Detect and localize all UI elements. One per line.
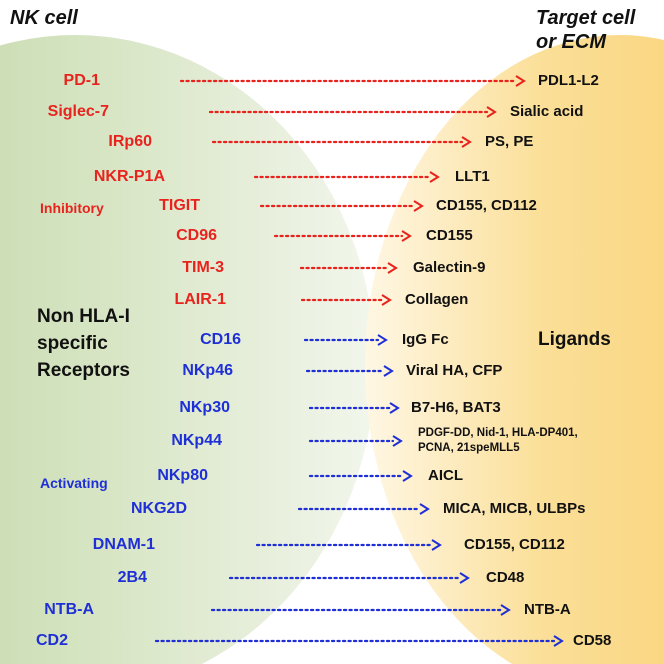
arrow-head xyxy=(387,262,398,274)
target-cell-header: Target cell or ECM xyxy=(536,6,656,54)
receptor-ntb-a: NTB-A xyxy=(44,601,94,618)
receptor-tim-3: TIM-3 xyxy=(182,259,224,276)
receptor-cd16: CD16 xyxy=(200,331,241,348)
arrow-head xyxy=(500,604,511,616)
receptor-irp60: IRp60 xyxy=(108,133,152,150)
receptor-dnam-1: DNAM-1 xyxy=(92,536,155,553)
arrow-head xyxy=(389,402,400,414)
receptor-lair-1: LAIR-1 xyxy=(174,291,226,308)
arrow-head xyxy=(486,106,497,118)
ligand-cd16: IgG Fc xyxy=(402,331,449,348)
arrow-head xyxy=(461,136,472,148)
arrow-2b4 xyxy=(228,572,470,584)
ligand-irp60: PS, PE xyxy=(485,133,534,150)
arrow-cd96 xyxy=(273,230,412,242)
receptor-nkp80: NKp80 xyxy=(157,467,208,484)
arrow-cd2 xyxy=(154,635,564,647)
arrow-head xyxy=(515,75,526,87)
target-cell-shape xyxy=(365,35,664,664)
receptor-nkp46: NKp46 xyxy=(182,362,233,379)
receptor-nkr-p1a: NKR-P1A xyxy=(93,168,165,185)
receptor-cd96: CD96 xyxy=(176,227,217,244)
ligand-nkp46: Viral HA, CFP xyxy=(406,362,503,379)
arrow-nkp44 xyxy=(308,435,403,447)
arrow-head xyxy=(413,200,424,212)
ligand-tim-3: Galectin-9 xyxy=(413,259,486,276)
arrow-dnam-1 xyxy=(255,539,442,551)
ligand-siglec-7: Sialic acid xyxy=(510,103,584,120)
arrow-head xyxy=(459,572,470,584)
ligand-pd-1: PDL1-L2 xyxy=(538,72,599,89)
ligand-line1: PDGF-DD, Nid-1, HLA-DP401, xyxy=(418,427,578,439)
arrow-irp60 xyxy=(211,136,472,148)
arrow-nkp46 xyxy=(305,365,394,377)
arrow-head xyxy=(381,294,392,306)
receptor-pd-1: PD-1 xyxy=(63,72,100,89)
receptor-cd2: CD2 xyxy=(35,632,68,649)
arrow-head xyxy=(377,334,388,346)
receptor-2b4: 2B4 xyxy=(117,569,147,586)
ligand-lair-1: Collagen xyxy=(405,291,469,308)
ligand-dnam-1: CD155, CD112 xyxy=(464,536,565,553)
ligand-nkg2d: MICA, MICB, ULBPs xyxy=(443,500,586,517)
receptor-siglec-7: Siglec-7 xyxy=(47,103,109,120)
arrow-nkg2d xyxy=(297,503,430,515)
ligand-cd96: CD155 xyxy=(426,227,473,244)
arrow-nkp30 xyxy=(308,402,400,414)
arrow-head xyxy=(401,230,412,242)
target-cell-header-line2: or ECM xyxy=(536,31,606,53)
ligand-2b4: CD48 xyxy=(486,569,525,586)
receptor-nkp44: NKp44 xyxy=(171,432,222,449)
arrow-pd-1 xyxy=(179,75,526,87)
arrow-head xyxy=(383,365,394,377)
arrow-head xyxy=(431,539,442,551)
ligand-nkp30: B7-H6, BAT3 xyxy=(411,399,501,416)
ligand-line2: PCNA, 21speMLL5 xyxy=(418,442,520,454)
arrow-nkp80 xyxy=(308,470,413,482)
receptor-nkg2d: NKG2D xyxy=(130,500,187,517)
center-title-line2: specific xyxy=(37,333,108,354)
center-title-line3: Receptors xyxy=(37,360,130,381)
ligand-nkr-p1a: LLT1 xyxy=(455,168,490,185)
receptor-nkp30: NKp30 xyxy=(179,399,230,416)
arrow-head xyxy=(392,435,403,447)
arrow-nkr-p1a xyxy=(253,171,440,183)
arrow-head xyxy=(419,503,430,515)
arrow-ntb-a xyxy=(210,604,511,616)
arrow-siglec-7 xyxy=(208,106,497,118)
receptor-tigit: TIGIT xyxy=(159,197,200,214)
ligand-ntb-a: NTB-A xyxy=(524,601,571,618)
ligand-nkp44: PDGF-DD, Nid-1, HLA-DP401, PCNA, 21speMLL… xyxy=(418,426,578,456)
activating-group-label: Activating xyxy=(40,475,108,491)
ligand-tigit: CD155, CD112 xyxy=(436,197,537,214)
arrow-lair-1 xyxy=(300,294,392,306)
ligand-cd2: CD58 xyxy=(573,632,612,649)
arrow-cd16 xyxy=(303,334,388,346)
ligands-title: Ligands xyxy=(538,329,611,350)
arrow-head xyxy=(429,171,440,183)
target-cell-header-line1: Target cell xyxy=(536,7,636,29)
arrow-head xyxy=(402,470,413,482)
non-hla-receptors-title: Non HLA-I specific Receptors xyxy=(37,303,130,384)
arrow-tim-3 xyxy=(299,262,398,274)
nk-cell-header: NK cell xyxy=(10,7,78,29)
nk-cell-shape xyxy=(0,35,375,664)
inhibitory-group-label: Inhibitory xyxy=(40,200,104,216)
center-title-line1: Non HLA-I xyxy=(37,306,130,327)
arrow-head xyxy=(553,635,564,647)
ligand-nkp80: AICL xyxy=(428,467,463,484)
arrow-tigit xyxy=(259,200,424,212)
